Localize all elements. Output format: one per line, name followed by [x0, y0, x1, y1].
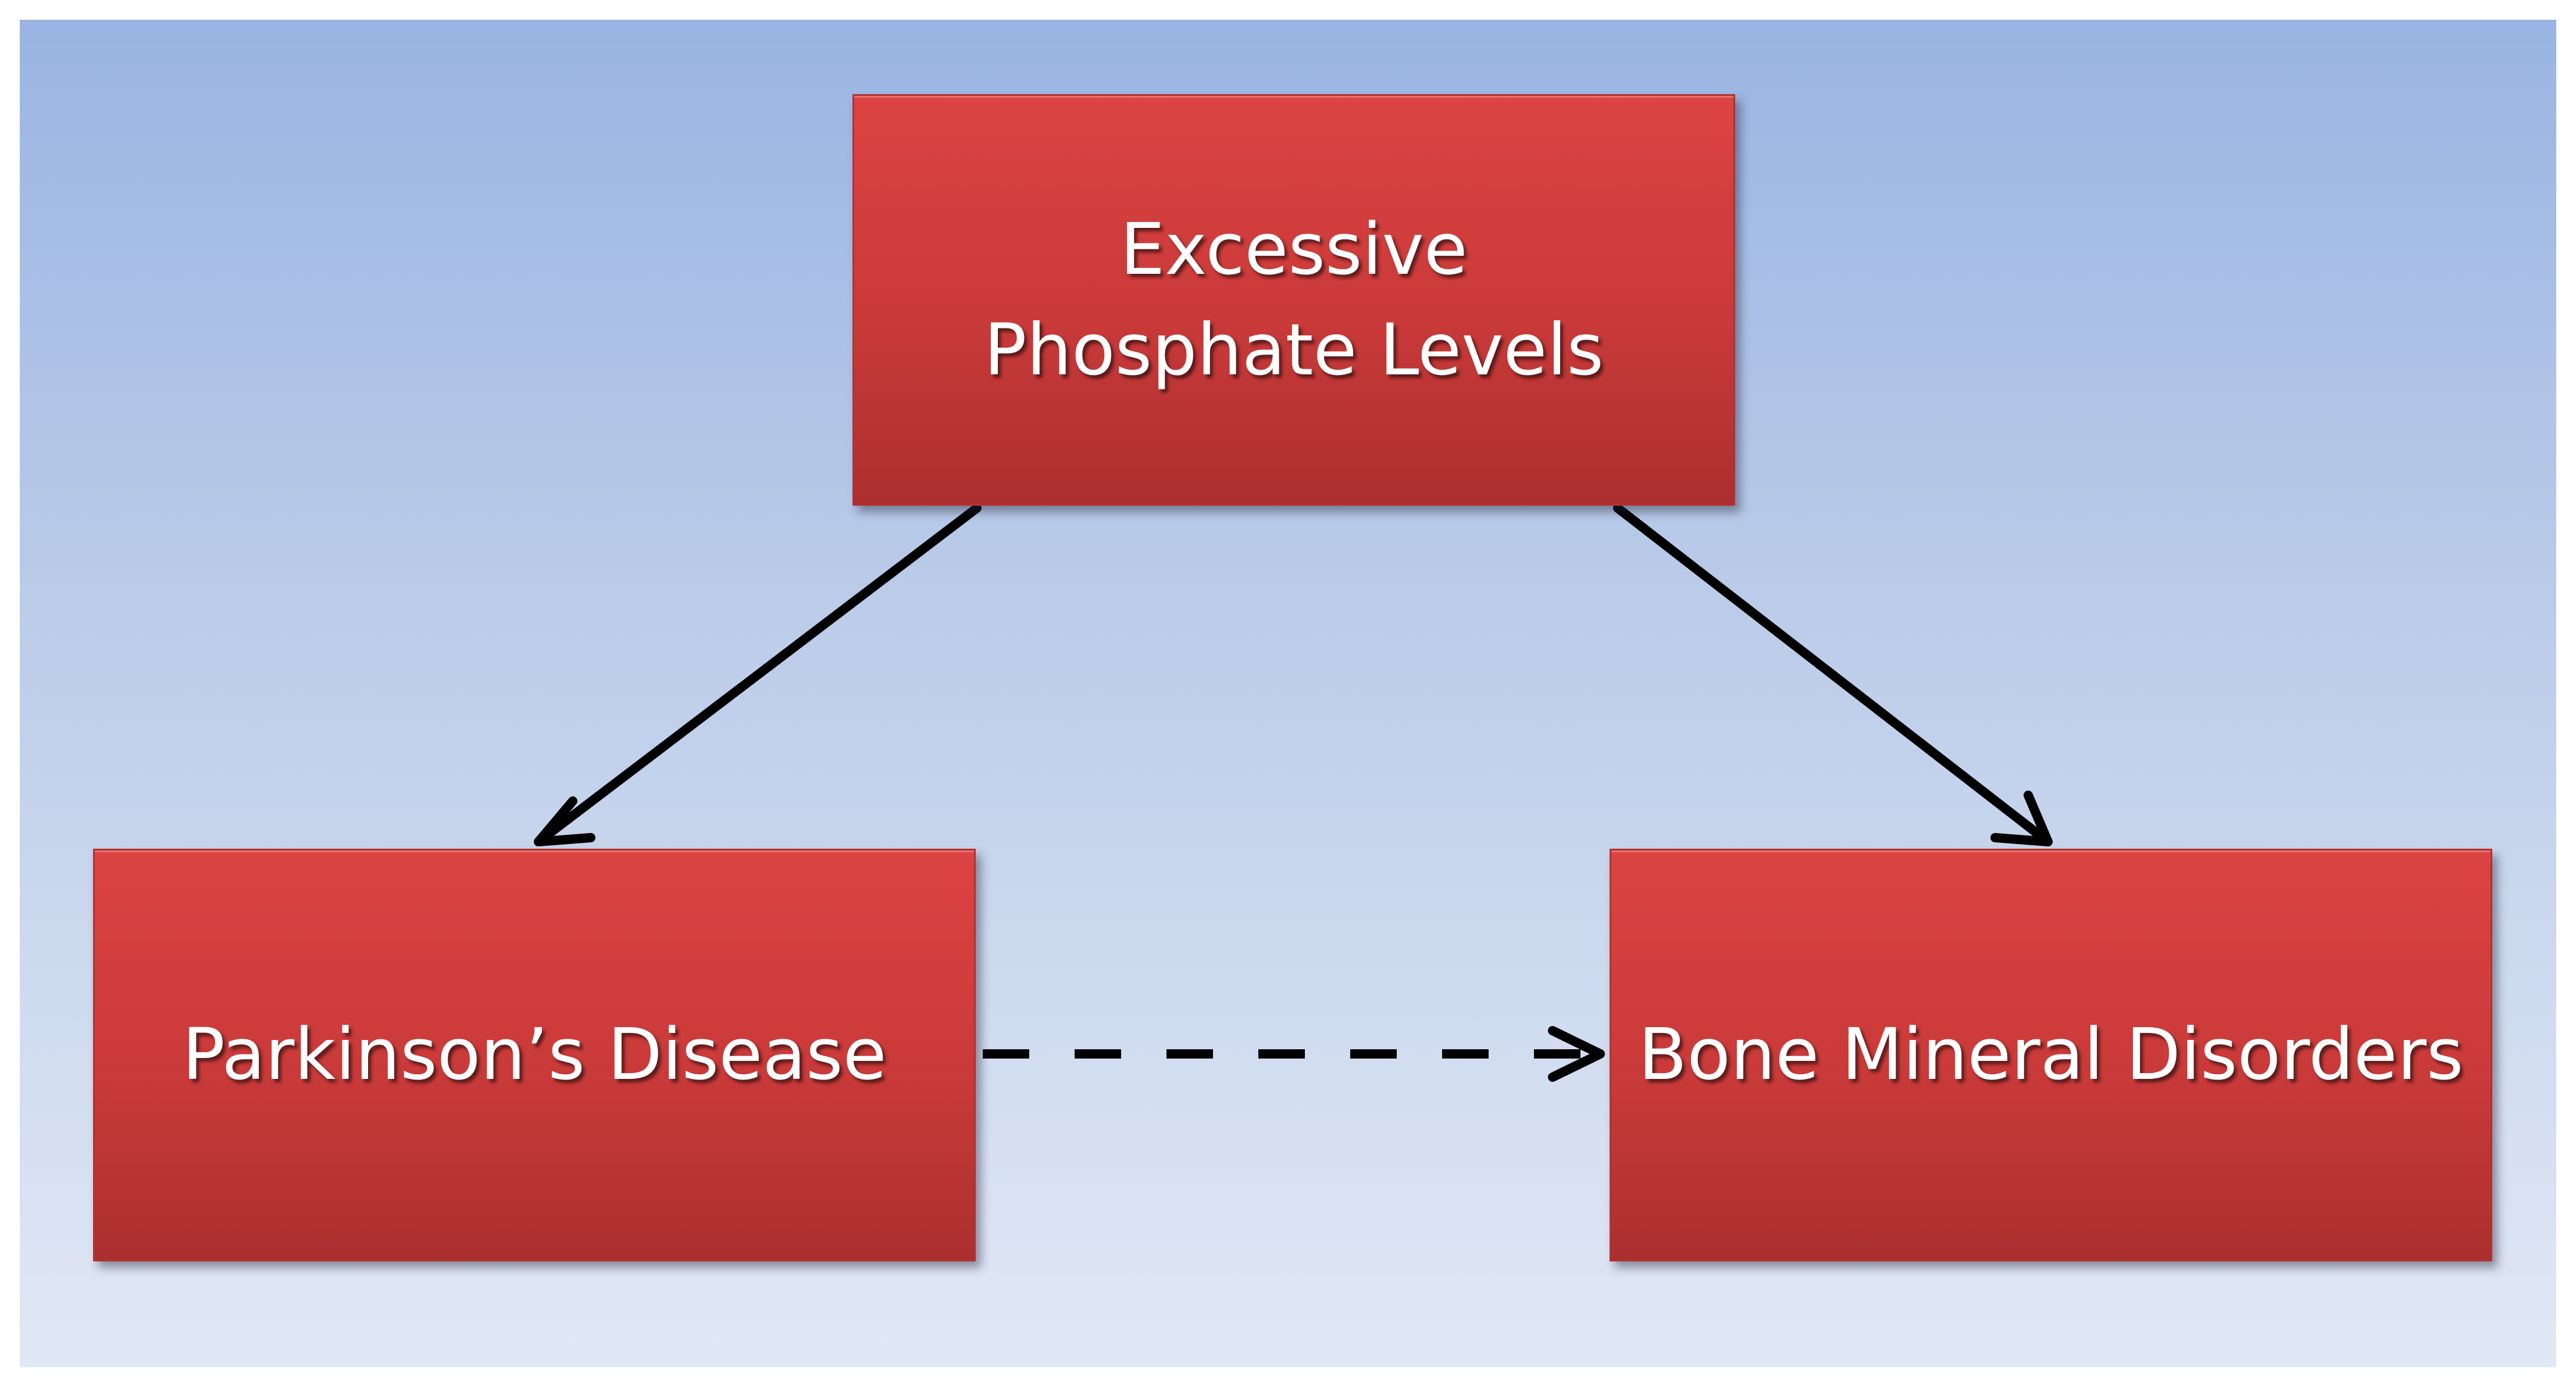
arrowhead-parkinsons	[534, 796, 595, 846]
node-bone-mineral-disorders: Bone Mineral Disorders	[1610, 849, 2492, 1261]
arrow-phosphate-to-bone	[1613, 503, 2053, 846]
node-parkinsons-disease: Parkinson’s Disease	[93, 849, 976, 1261]
arrow-phosphate-to-parkinsons	[534, 503, 982, 846]
node-excessive-phosphate-levels: Excessive Phosphate Levels	[852, 94, 1735, 506]
arrowhead-bone-dashed	[1548, 1026, 1605, 1082]
arrowhead-bone	[1990, 791, 2053, 846]
